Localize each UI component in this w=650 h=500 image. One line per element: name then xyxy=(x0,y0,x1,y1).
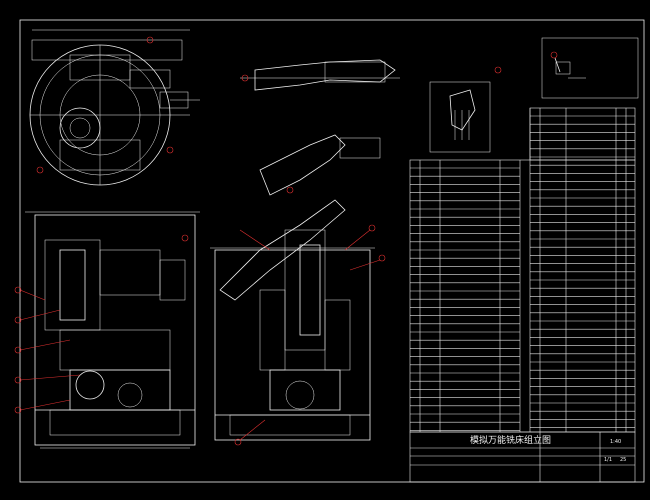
title-block: 模拟万能铣床组立图 1:40 1/1 25 xyxy=(409,431,636,483)
sheet-number: 1/1 xyxy=(604,457,612,463)
drawing-scale: 1:40 xyxy=(610,439,621,445)
plan-view-circle xyxy=(29,29,200,186)
side-elevation-view xyxy=(210,199,386,446)
arm-detail-view xyxy=(240,59,400,196)
small-detail-box xyxy=(429,66,502,153)
page-mark: 25 xyxy=(620,457,626,463)
front-elevation-view xyxy=(14,211,200,449)
top-right-detail-box xyxy=(541,37,639,99)
drawing-border xyxy=(19,19,645,483)
drawing-title: 模拟万能铣床组立图 xyxy=(470,434,551,446)
parts-list-table xyxy=(409,107,636,433)
